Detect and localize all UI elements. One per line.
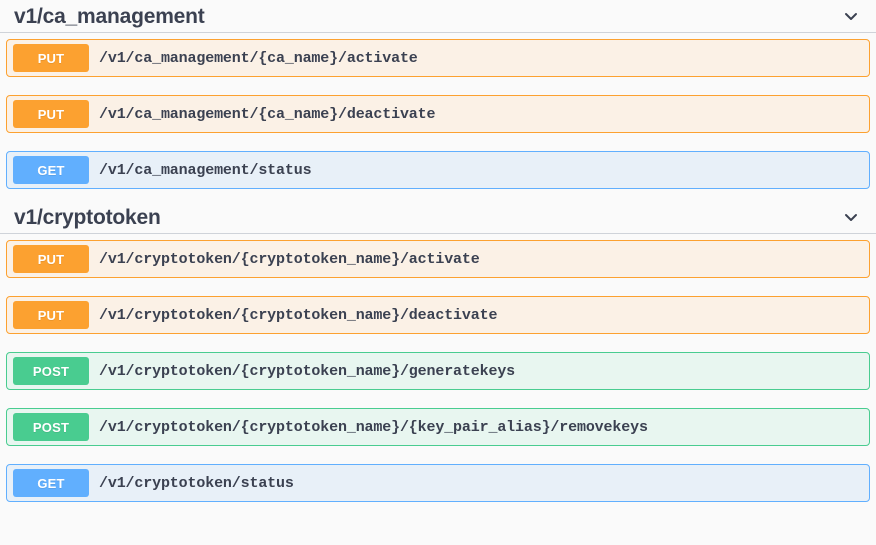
- operation-list-cryptotoken: PUT /v1/cryptotoken/{cryptotoken_name}/a…: [0, 240, 876, 502]
- method-badge: GET: [13, 469, 89, 497]
- chevron-down-icon[interactable]: [834, 3, 868, 29]
- section-spacer: [0, 189, 876, 201]
- operation-path: /v1/ca_management/{ca_name}/activate: [99, 49, 418, 67]
- method-badge: PUT: [13, 44, 89, 72]
- operation-path: /v1/cryptotoken/{cryptotoken_name}/deact…: [99, 306, 498, 324]
- operation-row[interactable]: GET /v1/cryptotoken/status: [6, 464, 870, 502]
- operation-row[interactable]: POST /v1/cryptotoken/{cryptotoken_name}/…: [6, 352, 870, 390]
- api-operations-list: v1/ca_management PUT /v1/ca_management/{…: [0, 0, 876, 502]
- operation-path: /v1/cryptotoken/status: [99, 474, 294, 492]
- tag-section-ca-management: v1/ca_management PUT /v1/ca_management/{…: [0, 0, 876, 189]
- tag-title: v1/cryptotoken: [14, 205, 161, 229]
- operation-path: /v1/ca_management/{ca_name}/deactivate: [99, 105, 436, 123]
- operation-row[interactable]: POST /v1/cryptotoken/{cryptotoken_name}/…: [6, 408, 870, 446]
- tag-header-ca-management[interactable]: v1/ca_management: [0, 0, 876, 33]
- operation-row[interactable]: PUT /v1/cryptotoken/{cryptotoken_name}/d…: [6, 296, 870, 334]
- operation-row[interactable]: PUT /v1/ca_management/{ca_name}/deactiva…: [6, 95, 870, 133]
- operation-row[interactable]: PUT /v1/cryptotoken/{cryptotoken_name}/a…: [6, 240, 870, 278]
- method-badge: POST: [13, 357, 89, 385]
- operation-row[interactable]: PUT /v1/ca_management/{ca_name}/activate: [6, 39, 870, 77]
- chevron-down-icon[interactable]: [834, 204, 868, 230]
- operation-path: /v1/cryptotoken/{cryptotoken_name}/{key_…: [99, 418, 648, 436]
- method-badge: PUT: [13, 301, 89, 329]
- operation-path: /v1/ca_management/status: [99, 161, 312, 179]
- operation-list-ca-management: PUT /v1/ca_management/{ca_name}/activate…: [0, 39, 876, 189]
- tag-header-cryptotoken[interactable]: v1/cryptotoken: [0, 201, 876, 234]
- method-badge: GET: [13, 156, 89, 184]
- tag-section-cryptotoken: v1/cryptotoken PUT /v1/cryptotoken/{cryp…: [0, 201, 876, 502]
- method-badge: PUT: [13, 100, 89, 128]
- method-badge: POST: [13, 413, 89, 441]
- method-badge: PUT: [13, 245, 89, 273]
- operation-path: /v1/cryptotoken/{cryptotoken_name}/activ…: [99, 250, 480, 268]
- tag-title: v1/ca_management: [14, 4, 205, 28]
- operation-row[interactable]: GET /v1/ca_management/status: [6, 151, 870, 189]
- operation-path: /v1/cryptotoken/{cryptotoken_name}/gener…: [99, 362, 516, 380]
